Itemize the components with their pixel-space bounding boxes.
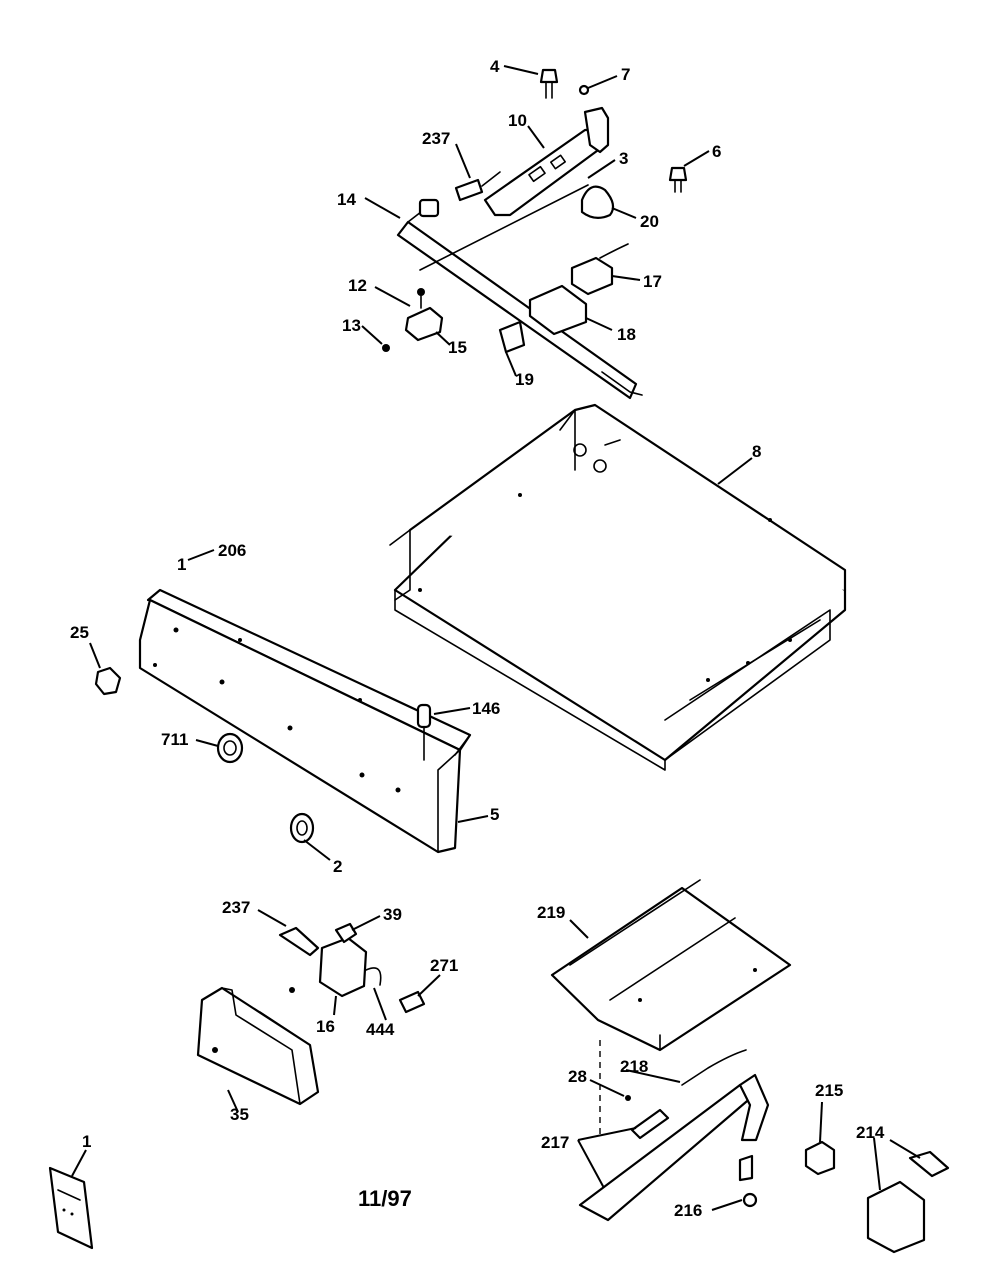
- part-12-valve: [404, 288, 444, 342]
- callout-17: 17: [643, 272, 662, 291]
- part-1-instructions: [48, 1166, 94, 1250]
- callout-237: 237: [422, 129, 450, 148]
- callout-labels: 4 7 237 10 3 6 14 20 17 12 18 13 15 19 8…: [70, 57, 885, 1220]
- part-215-bracket: [804, 1140, 836, 1176]
- part-214-igniter: [866, 1150, 950, 1254]
- part-5-manifold-panel: [138, 588, 472, 854]
- callout-146: 146: [472, 699, 500, 718]
- callout-39: 39: [383, 905, 402, 924]
- callout-3: 3: [619, 149, 628, 168]
- callout-15: 15: [448, 338, 467, 357]
- leader-lines: [71, 65, 921, 1211]
- part-16-regulator: [318, 936, 368, 998]
- callout-2: 2: [333, 857, 342, 876]
- callout-19: 19: [515, 370, 534, 389]
- callout-206: 206: [218, 541, 246, 560]
- callout-219: 219: [537, 903, 565, 922]
- part-25-bezel: [94, 666, 122, 696]
- part-218-wire: [681, 1049, 747, 1086]
- date-code: 11/97: [358, 1186, 412, 1211]
- part-217-bracket: [578, 1073, 770, 1222]
- part-28-screw: [625, 1095, 631, 1101]
- part-219-shield: [550, 879, 792, 1052]
- callout-25: 25: [70, 623, 89, 642]
- part-35-shield: [196, 986, 320, 1106]
- part-18-bracket: [528, 284, 588, 336]
- callout-28: 28: [568, 1067, 587, 1086]
- callout-20: 20: [640, 212, 659, 231]
- callout-16: 16: [316, 1017, 335, 1036]
- part-237-line: [278, 926, 320, 957]
- part-39-fitting: [334, 922, 358, 944]
- part-146-switch: [416, 703, 432, 761]
- part-4-screw: [539, 68, 559, 99]
- callout-218: 218: [620, 1057, 648, 1076]
- callout-237-lower: 237: [222, 898, 250, 917]
- part-271-orifice: [398, 990, 426, 1014]
- callout-5: 5: [490, 805, 499, 824]
- callout-215: 215: [815, 1081, 843, 1100]
- callout-4: 4: [490, 57, 500, 76]
- callout-8: 8: [752, 442, 761, 461]
- callout-12: 12: [348, 276, 367, 295]
- part-19-clip: [498, 320, 526, 354]
- part-7-nut: [578, 84, 590, 96]
- callout-271: 271: [430, 956, 458, 975]
- part-20-clip: [580, 185, 615, 219]
- callout-214: 214: [856, 1123, 885, 1142]
- callout-14: 14: [337, 190, 356, 209]
- callout-1-206: 1: [177, 555, 186, 574]
- regulator-assembly: [278, 922, 426, 1014]
- callout-7: 7: [621, 65, 630, 84]
- part-14-manifold-pipe: [396, 184, 643, 400]
- callout-1: 1: [82, 1132, 91, 1151]
- callout-10: 10: [508, 111, 527, 130]
- part-2-bezel: [289, 812, 315, 844]
- callout-35: 35: [230, 1105, 249, 1124]
- part-237-orifice: [454, 171, 501, 202]
- part-8-burner-box: [389, 403, 847, 771]
- callout-18: 18: [617, 325, 636, 344]
- callout-711: 711: [161, 730, 188, 749]
- callout-216: 216: [674, 1201, 702, 1220]
- part-13-nut: [382, 344, 390, 352]
- part-216-clip: [738, 1154, 758, 1208]
- part-444-tube: [365, 967, 382, 986]
- callout-444: 444: [366, 1020, 395, 1039]
- part-6-screw: [668, 166, 688, 193]
- part-711-bezel: [216, 732, 244, 764]
- callout-6: 6: [712, 142, 721, 161]
- part-17-switch: [570, 243, 629, 296]
- callout-217: 217: [541, 1133, 569, 1152]
- callout-13: 13: [342, 316, 361, 335]
- part-10-bracket: [483, 106, 610, 217]
- manifold-assembly: [382, 68, 688, 400]
